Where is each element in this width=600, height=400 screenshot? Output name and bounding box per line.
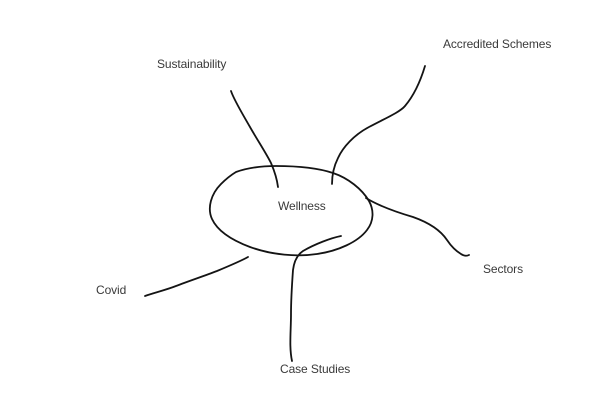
branch-line-covid — [144, 256, 249, 297]
branch-label-sectors: Sectors — [483, 262, 523, 276]
branch-label-accredited-schemes: Accredited Schemes — [443, 37, 552, 51]
branch-label-covid: Covid — [96, 283, 127, 297]
branch-line-sectors — [365, 197, 470, 257]
branch-line-sustainability — [230, 90, 279, 188]
branch-label-sustainability: Sustainability — [157, 57, 227, 71]
branch-label-case-studies: Case Studies — [280, 362, 351, 376]
center-node-label: Wellness — [278, 199, 326, 213]
center-ellipse-shape — [208, 165, 374, 257]
branch-line-case-studies — [289, 235, 342, 362]
branch-line-accredited-schemes — [331, 65, 426, 185]
